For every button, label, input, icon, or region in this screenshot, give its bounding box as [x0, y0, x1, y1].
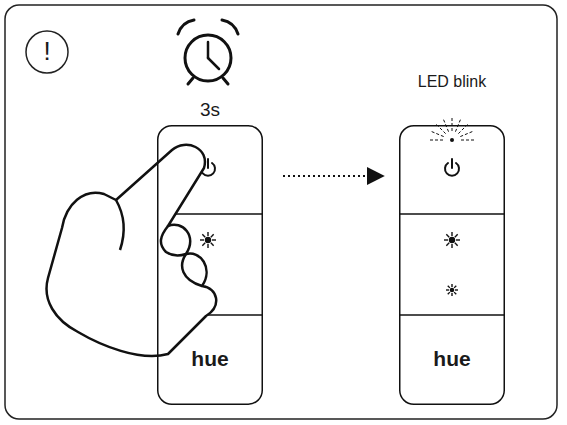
led-dot [450, 138, 454, 142]
led-rays [428, 116, 476, 140]
power-symbol [201, 159, 459, 176]
node-label: 3s [157, 99, 263, 121]
node-label: LED blink [399, 73, 505, 91]
hand-illustration [47, 145, 217, 356]
hue-button: hue [399, 315, 505, 405]
clock-symbol [178, 20, 238, 84]
dimmer-remote: LED blinkhue [399, 125, 505, 405]
alert-circle: ! [25, 30, 69, 74]
hue-button: hue [157, 315, 263, 405]
outer-frame [5, 5, 557, 419]
brightness-symbol [200, 232, 460, 296]
dimmer-remote: 3shue [157, 125, 263, 405]
node-label: hue [399, 347, 505, 371]
node-label: hue [157, 347, 263, 371]
dotted-arrow [283, 175, 383, 177]
node-label: ! [25, 36, 69, 67]
